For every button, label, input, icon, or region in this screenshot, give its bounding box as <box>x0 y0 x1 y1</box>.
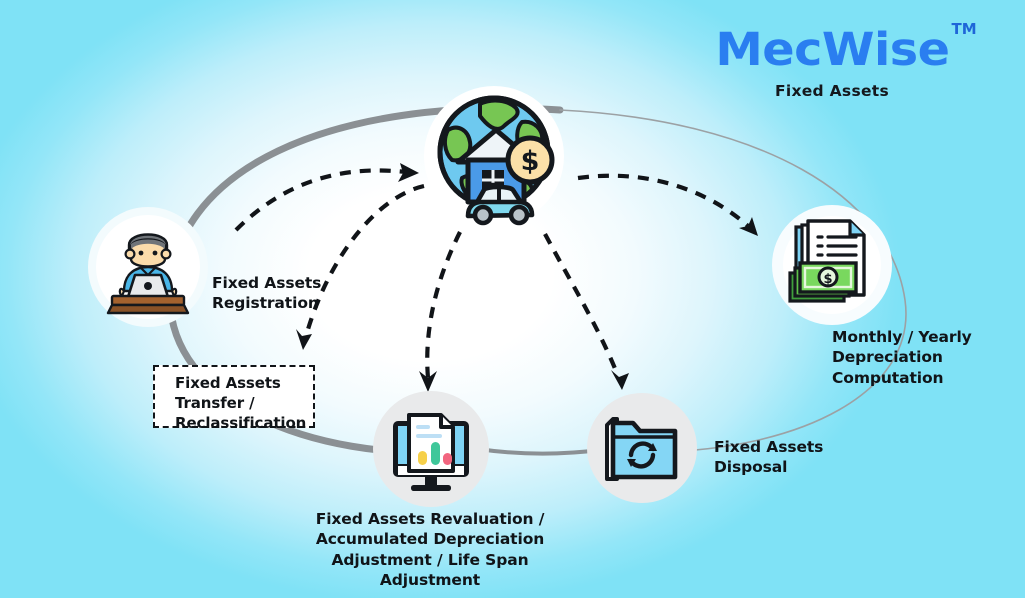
arrow-assets-to-disposal <box>543 233 620 377</box>
node-disposal-icon <box>587 393 697 503</box>
orbit-path-thin <box>559 109 907 453</box>
label-fixed-assets-registration: Fixed Assets Registration <box>212 274 322 313</box>
label-fixed-assets-revaluation: Fixed Assets Revaluation / Accumulated D… <box>315 510 545 590</box>
label-fixed-assets-disposal: Fixed Assets Disposal <box>714 438 824 477</box>
brand-name-text: MecWise <box>714 23 950 76</box>
arrow-registration-to-assets <box>234 168 407 232</box>
trademark-symbol: TM <box>950 20 976 38</box>
arrowheads <box>296 163 758 392</box>
arrow-assets-to-revaluation <box>425 231 462 379</box>
arrow-assets-to-depreciation <box>577 173 750 228</box>
node-depreciation-icon: $ <box>772 205 892 325</box>
arrow-assets-to-transfer <box>303 183 425 337</box>
orbit-path-bottom-connector <box>476 447 602 456</box>
fixed-assets-transfer-label: Fixed Assets Transfer / Reclassification <box>175 374 307 432</box>
brand-name: MecWise TM <box>714 21 976 76</box>
product-name: Fixed Assets <box>774 82 890 101</box>
svg-text:$: $ <box>521 146 540 177</box>
fixed-assets-transfer-box: Fixed Assets Transfer / Reclassification <box>153 365 315 432</box>
label-monthly-yearly-depreciation: Monthly / Yearly Depreciation Computatio… <box>832 328 972 387</box>
mecwise-logo: MecWise TM Fixed Assets <box>687 21 977 101</box>
node-revaluation-icon <box>373 391 489 507</box>
node-assets-icon: $ <box>424 86 564 226</box>
svg-text:$: $ <box>823 272 832 287</box>
node-registration-icon <box>88 207 208 327</box>
